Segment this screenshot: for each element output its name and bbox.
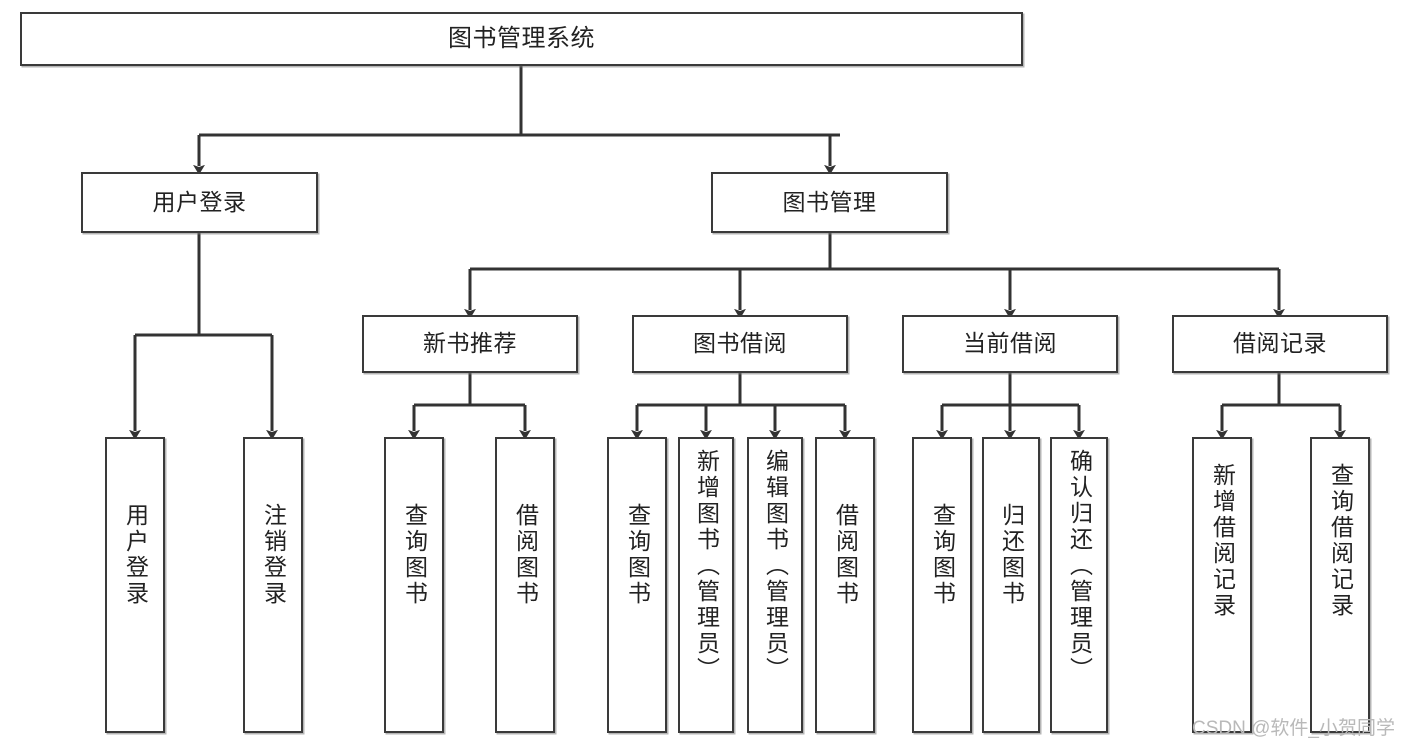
node-leaf-user-login-label: 用户登录 bbox=[122, 503, 149, 607]
node-leaf-query-book-1[interactable]: 查询图书 bbox=[384, 437, 444, 733]
node-leaf-logout-login[interactable]: 注销登录 bbox=[243, 437, 303, 733]
node-leaf-user-login[interactable]: 用户登录 bbox=[105, 437, 165, 733]
node-root-label: 图书管理系统 bbox=[448, 24, 595, 52]
node-user-login-label: 用户登录 bbox=[152, 188, 247, 215]
node-book-manage[interactable]: 图书管理 bbox=[711, 172, 948, 233]
node-leaf-add-book-label: 新增图书（管理员） bbox=[693, 449, 720, 683]
node-leaf-add-record-label: 新增借阅记录 bbox=[1209, 463, 1236, 619]
node-leaf-borrow-book-1-label: 借阅图书 bbox=[512, 503, 539, 607]
node-leaf-confirm-return[interactable]: 确认归还（管理员） bbox=[1050, 437, 1108, 733]
node-current-borrow-label: 当前借阅 bbox=[963, 330, 1057, 357]
node-leaf-query-record-label: 查询借阅记录 bbox=[1327, 463, 1354, 619]
node-leaf-return-book[interactable]: 归还图书 bbox=[982, 437, 1040, 733]
node-new-book-recommend[interactable]: 新书推荐 bbox=[362, 315, 578, 373]
node-leaf-logout-login-label: 注销登录 bbox=[260, 503, 287, 607]
node-book-borrow[interactable]: 图书借阅 bbox=[632, 315, 848, 373]
node-leaf-query-book-3-label: 查询图书 bbox=[929, 503, 956, 607]
node-leaf-query-book-2-label: 查询图书 bbox=[624, 503, 651, 607]
node-current-borrow[interactable]: 当前借阅 bbox=[902, 315, 1118, 373]
node-leaf-edit-book[interactable]: 编辑图书（管理员） bbox=[747, 437, 803, 733]
node-book-borrow-label: 图书借阅 bbox=[693, 330, 787, 357]
node-borrow-record[interactable]: 借阅记录 bbox=[1172, 315, 1388, 373]
node-leaf-borrow-book-2-label: 借阅图书 bbox=[832, 503, 859, 607]
node-leaf-add-record[interactable]: 新增借阅记录 bbox=[1192, 437, 1252, 733]
watermark: CSDN @软件_小贺同学 bbox=[1192, 718, 1395, 739]
node-new-book-recommend-label: 新书推荐 bbox=[423, 330, 517, 357]
node-borrow-record-label: 借阅记录 bbox=[1233, 330, 1327, 357]
node-leaf-return-book-label: 归还图书 bbox=[998, 503, 1025, 607]
node-leaf-query-book-3[interactable]: 查询图书 bbox=[912, 437, 972, 733]
node-leaf-borrow-book-1[interactable]: 借阅图书 bbox=[495, 437, 555, 733]
node-leaf-query-book-2[interactable]: 查询图书 bbox=[607, 437, 667, 733]
node-leaf-borrow-book-2[interactable]: 借阅图书 bbox=[815, 437, 875, 733]
node-user-login[interactable]: 用户登录 bbox=[81, 172, 318, 233]
node-book-manage-label: 图书管理 bbox=[782, 188, 877, 215]
node-leaf-add-book[interactable]: 新增图书（管理员） bbox=[678, 437, 734, 733]
node-leaf-query-book-1-label: 查询图书 bbox=[401, 503, 428, 607]
node-leaf-confirm-return-label: 确认归还（管理员） bbox=[1066, 449, 1093, 683]
node-leaf-query-record[interactable]: 查询借阅记录 bbox=[1310, 437, 1370, 733]
node-leaf-edit-book-label: 编辑图书（管理员） bbox=[762, 449, 789, 683]
node-root[interactable]: 图书管理系统 bbox=[20, 12, 1023, 66]
